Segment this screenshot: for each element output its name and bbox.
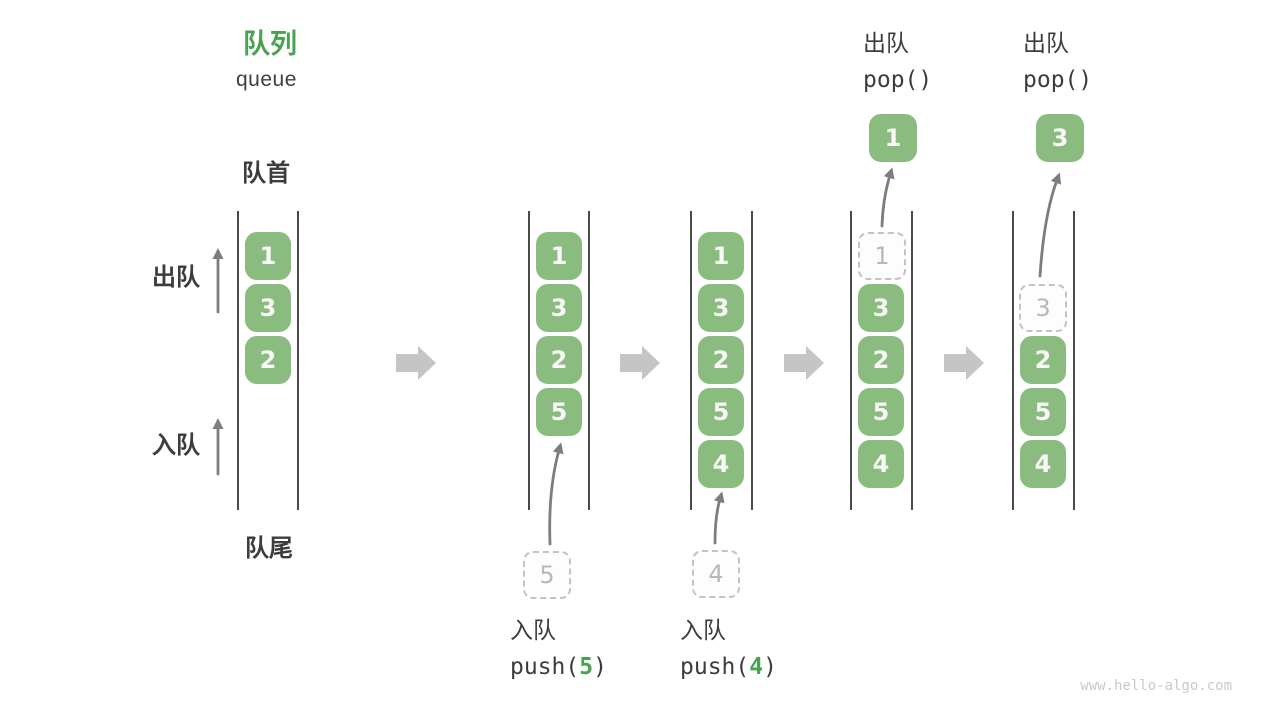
queue-front-label: 队首 bbox=[242, 160, 290, 187]
pop2-zh-label: 出队 bbox=[1023, 30, 1069, 56]
queue-cell: 2 bbox=[858, 336, 904, 384]
title-zh: 队列 bbox=[243, 29, 297, 59]
queue-cell: 2 bbox=[245, 336, 291, 384]
step-arrow-icon bbox=[396, 346, 436, 380]
push5-code-label: push(5) bbox=[510, 654, 607, 680]
queue-cell: 1 bbox=[536, 232, 582, 280]
queue-cell: 3 bbox=[858, 284, 904, 332]
push4-zh-label: 入队 bbox=[680, 617, 726, 643]
pop3-arrow-icon bbox=[1038, 172, 1062, 278]
queue-cell: 5 bbox=[858, 388, 904, 436]
pop1-zh-label: 出队 bbox=[863, 30, 909, 56]
push5-arrow-icon bbox=[548, 442, 564, 546]
push5-arg: 5 bbox=[579, 654, 594, 680]
queue-cell-popped-ghost: 3 bbox=[1019, 284, 1067, 332]
queue-cell: 2 bbox=[698, 336, 744, 384]
pop2-code-label: pop() bbox=[1023, 67, 1093, 93]
queue-cell: 3 bbox=[698, 284, 744, 332]
step-arrow-icon bbox=[784, 346, 824, 380]
staged-value-cell: 4 bbox=[692, 550, 740, 598]
queue-cell: 5 bbox=[1020, 388, 1066, 436]
pop1-code-label: pop() bbox=[863, 67, 933, 93]
pop1-arrow-icon bbox=[880, 167, 895, 228]
pop2-operation-label: 出队 pop() bbox=[1023, 30, 1092, 94]
step-arrow-icon bbox=[620, 346, 660, 380]
push5-operation-label: 入队 push(5) bbox=[510, 617, 607, 681]
push4-arg: 4 bbox=[749, 654, 764, 680]
push4-code-label: push(4) bbox=[680, 654, 777, 680]
push4-arrow-icon bbox=[713, 491, 725, 545]
queue-cell: 5 bbox=[698, 388, 744, 436]
title-block: 队列 queue bbox=[236, 28, 297, 92]
queue-cell: 4 bbox=[1020, 440, 1066, 488]
queue-cell: 2 bbox=[536, 336, 582, 384]
watermark: www.hello-algo.com bbox=[1080, 678, 1232, 694]
queue-cell: 2 bbox=[1020, 336, 1066, 384]
queue-cell: 3 bbox=[536, 284, 582, 332]
dequeue-label: 出队 bbox=[152, 264, 200, 291]
queue-cell: 4 bbox=[858, 440, 904, 488]
title-en: queue bbox=[236, 68, 297, 91]
step-arrow-icon bbox=[944, 346, 984, 380]
queue-cell: 1 bbox=[245, 232, 291, 280]
push5-zh-label: 入队 bbox=[510, 617, 556, 643]
pop1-operation-label: 出队 pop() bbox=[863, 30, 932, 94]
queue-cell: 3 bbox=[245, 284, 291, 332]
staged-value-cell: 5 bbox=[523, 551, 571, 599]
popped-value-cell: 1 bbox=[869, 114, 917, 162]
queue-rear-label: 队尾 bbox=[245, 535, 293, 562]
popped-value-cell: 3 bbox=[1036, 114, 1084, 162]
push4-operation-label: 入队 push(4) bbox=[680, 617, 777, 681]
queue-cell: 1 bbox=[698, 232, 744, 280]
queue-cell: 4 bbox=[698, 440, 744, 488]
queue-cell: 5 bbox=[536, 388, 582, 436]
queue-cell-popped-ghost: 1 bbox=[858, 232, 906, 280]
enqueue-label: 入队 bbox=[152, 432, 200, 459]
